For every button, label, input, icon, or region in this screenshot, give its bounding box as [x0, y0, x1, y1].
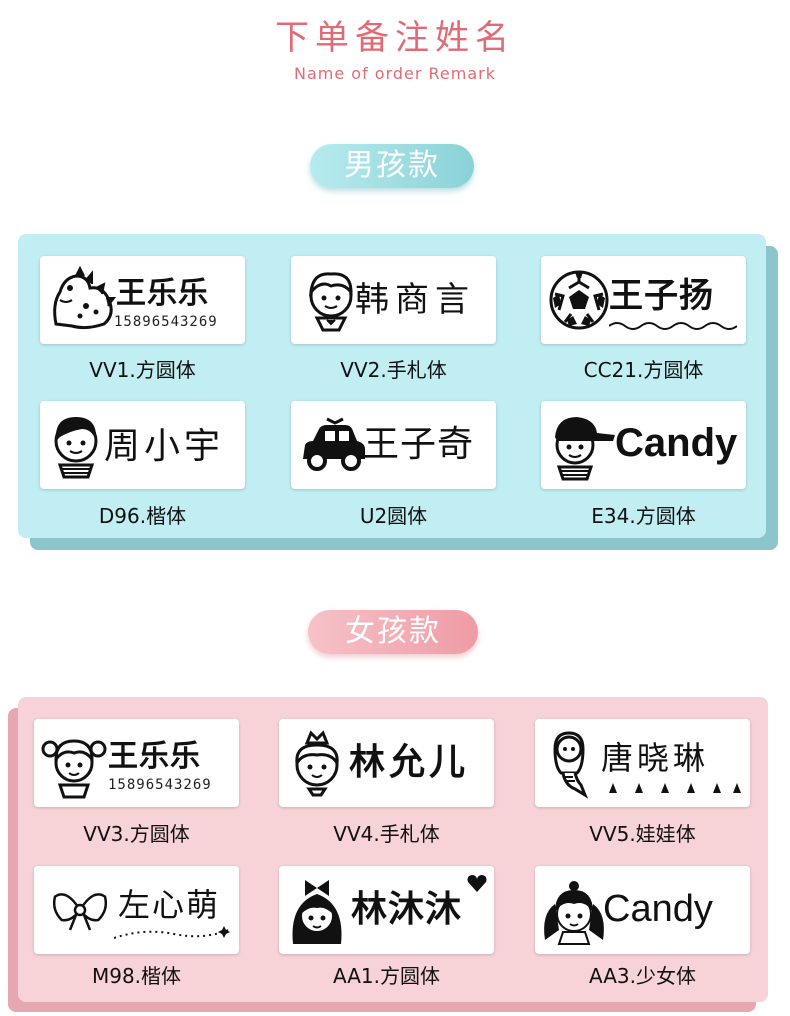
name-stamp-card[interactable]: 左心萌	[34, 866, 239, 954]
heart-icon	[467, 875, 487, 892]
girl-pigtails-icon	[544, 881, 604, 945]
font-style-label: M98.楷体	[91, 964, 182, 988]
princess-icon	[295, 730, 339, 797]
font-style-label: U2圆体	[359, 504, 428, 528]
name-stamp-card[interactable]: 林允儿	[279, 719, 494, 807]
font-style-label: VV1.方圆体	[89, 358, 196, 382]
stamp-name: 王子奇	[363, 424, 475, 465]
stamp-name: 王子扬	[609, 276, 714, 316]
name-stamp-card[interactable]: Candy	[535, 866, 750, 954]
font-style-label: AA1.方圆体	[332, 964, 440, 988]
stamp-name: 周小宇	[104, 426, 225, 467]
dotted-line-decoration-icon	[114, 926, 230, 939]
stamp-name: 韩商言	[355, 280, 475, 320]
soccer-ball-icon	[549, 270, 609, 330]
car-icon	[303, 417, 365, 471]
stamp-name: 林允儿	[349, 742, 470, 783]
font-style-label: VV4.手札体	[333, 822, 440, 846]
font-style-label: AA3.少女体	[588, 964, 696, 988]
name-stamp-card[interactable]: 王乐乐 15896543269	[34, 719, 239, 807]
stamp-phone: 15896543269	[114, 314, 218, 330]
bow-icon	[52, 893, 108, 931]
name-stamp-card[interactable]: 韩商言	[291, 256, 496, 344]
font-style-label: VV5.娃娃体	[589, 822, 696, 846]
stamp-name: 左心萌	[118, 886, 221, 924]
stamp-name: Candy	[603, 888, 713, 930]
boys-section-heading: 男孩款	[310, 144, 474, 188]
stamp-phone: 15896543269	[108, 777, 212, 793]
grass-decoration-icon	[609, 783, 741, 793]
girl-bow-icon	[292, 880, 342, 944]
name-stamp-card[interactable]: 王乐乐 15896543269	[40, 256, 245, 344]
name-stamp-card[interactable]: Candy	[541, 401, 746, 489]
girls-section-heading: 女孩款	[308, 610, 478, 654]
font-style-label: D96.楷体	[98, 504, 187, 528]
boy-face-icon	[54, 417, 98, 479]
girl-pigtails-icon	[41, 739, 107, 799]
wave-decoration-icon	[609, 322, 737, 330]
stamp-name: 王乐乐	[116, 276, 209, 311]
stamp-name: 王乐乐	[108, 739, 201, 774]
dinosaur-icon	[53, 265, 116, 330]
stamp-name: 唐晓琳	[601, 739, 710, 777]
boy-cap-icon	[555, 417, 615, 481]
boy-face-icon	[309, 272, 353, 332]
name-stamp-card[interactable]: 唐晓琳	[535, 719, 750, 807]
name-stamp-card[interactable]: 王子奇	[291, 401, 496, 489]
font-style-label: E34.方圆体	[591, 504, 696, 528]
font-style-label: CC21.方圆体	[583, 358, 704, 382]
font-style-label: VV3.方圆体	[83, 822, 190, 846]
stamp-name: 林沐沐	[351, 889, 463, 930]
page-title: 下单备注姓名	[275, 18, 515, 58]
page-subtitle: Name of order Remark	[293, 64, 497, 83]
stamp-name: Candy	[615, 421, 738, 465]
name-stamp-card[interactable]: 王子扬	[541, 256, 746, 344]
name-stamp-card[interactable]: 林沐沐	[279, 866, 494, 954]
mermaid-icon	[553, 731, 589, 799]
name-stamp-card[interactable]: 周小宇	[40, 401, 245, 489]
font-style-label: VV2.手札体	[340, 358, 447, 382]
